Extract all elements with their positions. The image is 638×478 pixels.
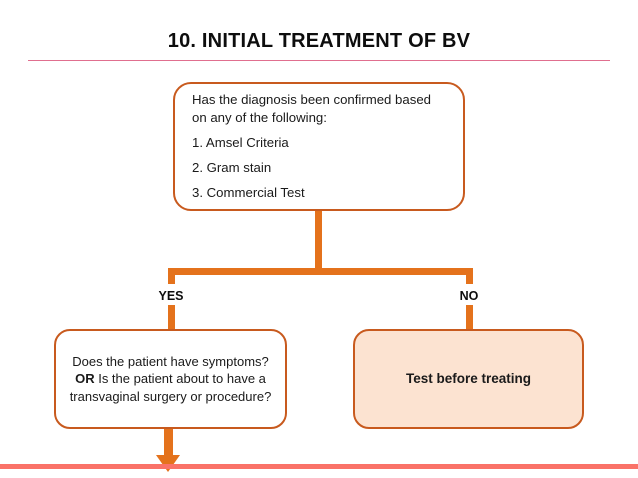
connector-split-bar <box>168 268 473 275</box>
connector-yes-lower <box>168 305 175 331</box>
connector-no-lower <box>466 305 473 331</box>
diagnosis-question-line-1: Has the diagnosis been confirmed based <box>192 92 431 107</box>
branch-label-yes: YES <box>158 289 184 303</box>
symptoms-question-box: Does the patient have symptoms? OR Is th… <box>54 329 287 429</box>
page-title: 10. INITIAL TREATMENT OF BV <box>167 30 471 52</box>
symptoms-text-part-1: Does the patient have symptoms? <box>72 353 269 369</box>
test-before-treating-box: Test before treating <box>353 329 584 429</box>
diagnosis-item-2: 2. Gram stain <box>192 160 272 175</box>
connector-exit-shaft <box>164 429 173 458</box>
symptoms-question-text: Does the patient have symptoms? OR Is th… <box>68 353 273 406</box>
connector-yes-upper <box>168 268 175 284</box>
connector-no-upper <box>466 268 473 284</box>
bottom-accent-bar <box>0 464 638 469</box>
diagnosis-item-3: 3. Commercial Test <box>192 185 305 200</box>
connector-stem-from-diagnosis <box>315 211 322 274</box>
symptoms-emphasis-or: OR <box>75 371 95 387</box>
symptoms-text-part-2: Is the patient about to have a transvagi… <box>69 371 272 404</box>
diagnosis-question-line-2: on any of the following: <box>192 110 327 125</box>
test-before-treating-text: Test before treating <box>405 371 532 386</box>
title-divider <box>28 60 610 61</box>
branch-label-no: NO <box>459 289 479 303</box>
diagnosis-item-1: 1. Amsel Criteria <box>192 135 289 150</box>
diagnosis-question-box: Has the diagnosis been confirmed based o… <box>173 82 465 211</box>
